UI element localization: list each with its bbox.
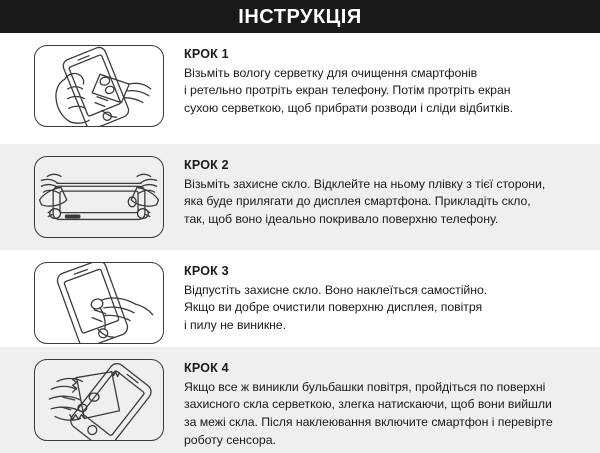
step-text-block: КРОК 3 Відпустіть захисне скло. Воно нак… xyxy=(164,260,594,335)
step-text-block: КРОК 1 Візьміть вологу серветку для очищ… xyxy=(164,43,594,118)
two-hands-aligning-glass-on-phone-icon xyxy=(34,156,164,238)
page-title: ІНСТРУКЦІЯ xyxy=(238,5,362,28)
step-title: КРОК 2 xyxy=(184,158,229,172)
hand-smoothing-cloth-over-phone-icon xyxy=(34,359,164,441)
step-text-block: КРОК 2 Візьміть захисне скло. Відклейте … xyxy=(164,154,594,229)
page-header: ІНСТРУКЦІЯ xyxy=(0,0,600,33)
step-row: КРОК 4 Якщо все ж виникли бульбашки пові… xyxy=(0,347,600,453)
step-row: КРОК 2 Візьміть захисне скло. Відклейте … xyxy=(0,144,600,250)
hand-holding-phone-wiping-with-cloth-icon xyxy=(34,45,164,127)
step-body: Візьміть вологу серветку для очищення см… xyxy=(184,65,514,116)
step-title: КРОК 4 xyxy=(184,361,229,375)
step-body: Візьміть захисне скло. Відклейте на ньом… xyxy=(184,176,546,227)
step-title: КРОК 3 xyxy=(184,264,229,278)
step-body: Якщо все ж виникли бульбашки повітря, пр… xyxy=(184,379,553,448)
steps-list: КРОК 1 Візьміть вологу серветку для очищ… xyxy=(0,33,600,453)
step-body: Відпустіть захисне скло. Воно наклеїться… xyxy=(184,282,488,333)
step-row: КРОК 3 Відпустіть захисне скло. Воно нак… xyxy=(0,250,600,347)
step-text-block: КРОК 4 Якщо все ж виникли бульбашки пові… xyxy=(164,357,594,450)
step-title: КРОК 1 xyxy=(184,47,229,61)
finger-pressing-phone-screen-icon xyxy=(34,262,164,344)
step-row: КРОК 1 Візьміть вологу серветку для очищ… xyxy=(0,33,600,144)
